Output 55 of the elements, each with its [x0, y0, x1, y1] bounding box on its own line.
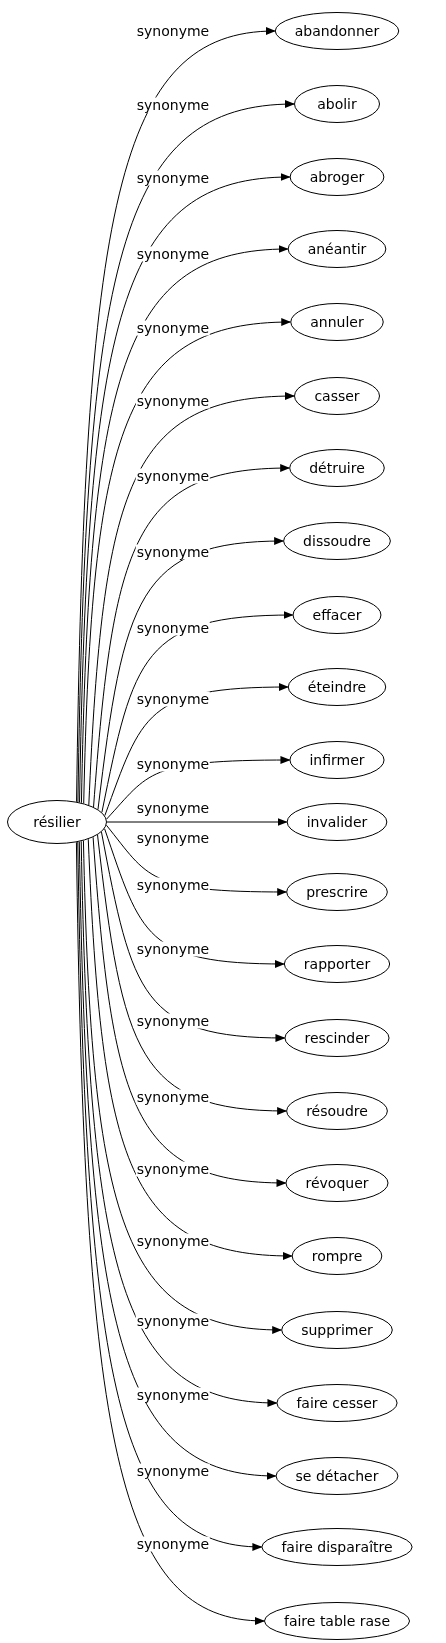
node-label: rompre — [311, 1248, 363, 1264]
node-label: faire cesser — [296, 1395, 378, 1411]
arrow — [100, 831, 286, 1042]
arrow — [76, 27, 276, 803]
node-label: anéantir — [307, 241, 367, 257]
arrow — [97, 537, 285, 810]
node-label: dissoudre — [303, 533, 371, 549]
edge-label: synonyme — [135, 320, 211, 336]
node-label: révoquer — [305, 1175, 369, 1191]
arrow — [83, 318, 292, 804]
arrow — [93, 464, 291, 808]
edge-label: synonyme — [135, 246, 211, 262]
edge-label: synonyme — [135, 1089, 211, 1105]
edge-label: synonyme — [135, 1536, 211, 1552]
node-label: faire disparaître — [281, 1539, 393, 1555]
node-label: casser — [314, 388, 360, 404]
edge-label: synonyme — [135, 393, 211, 409]
edge-label: synonyme — [135, 877, 211, 893]
node-label: résoudre — [306, 1103, 368, 1119]
edge-label: synonyme — [135, 97, 211, 113]
edge-label: synonyme — [135, 468, 211, 484]
node-label: rescinder — [304, 1030, 370, 1046]
node-label: infirmer — [309, 752, 365, 768]
node-label: abandonner — [294, 23, 380, 39]
node-label: faire table rase — [283, 1613, 391, 1629]
edge-label: synonyme — [135, 1313, 211, 1329]
node-label: prescrire — [306, 884, 368, 900]
edge-label: synonyme — [135, 1013, 211, 1029]
edge-label: synonyme — [135, 691, 211, 707]
node-label: se détacher — [295, 1468, 379, 1484]
arrow — [92, 836, 287, 1187]
node-label: rapporter — [303, 956, 371, 972]
edge-label: synonyme — [135, 170, 211, 186]
node-label: invalider — [306, 814, 368, 830]
edge-label: synonyme — [135, 1161, 211, 1177]
arrow — [88, 392, 295, 806]
edge-label: synonyme — [135, 544, 211, 560]
edge-label: synonyme — [135, 1233, 211, 1249]
node-label: annuler — [310, 314, 364, 330]
edge-label: synonyme — [135, 620, 211, 636]
edge-label: synonyme — [135, 1387, 211, 1403]
arrow — [101, 611, 294, 813]
arrow — [87, 838, 293, 1260]
node-label: éteindre — [307, 679, 367, 695]
node-label: abroger — [309, 169, 365, 185]
edge-label: synonyme — [135, 941, 211, 957]
edge-label: synonyme — [135, 1463, 211, 1479]
arrow — [82, 840, 283, 1334]
node-label: détruire — [309, 460, 365, 476]
arrow — [97, 834, 288, 1115]
arrow — [106, 818, 288, 826]
node-label: supprimer — [301, 1322, 373, 1338]
node-label: abolir — [317, 96, 357, 112]
node-label: effacer — [312, 607, 362, 623]
node-label: résilier — [33, 814, 81, 830]
